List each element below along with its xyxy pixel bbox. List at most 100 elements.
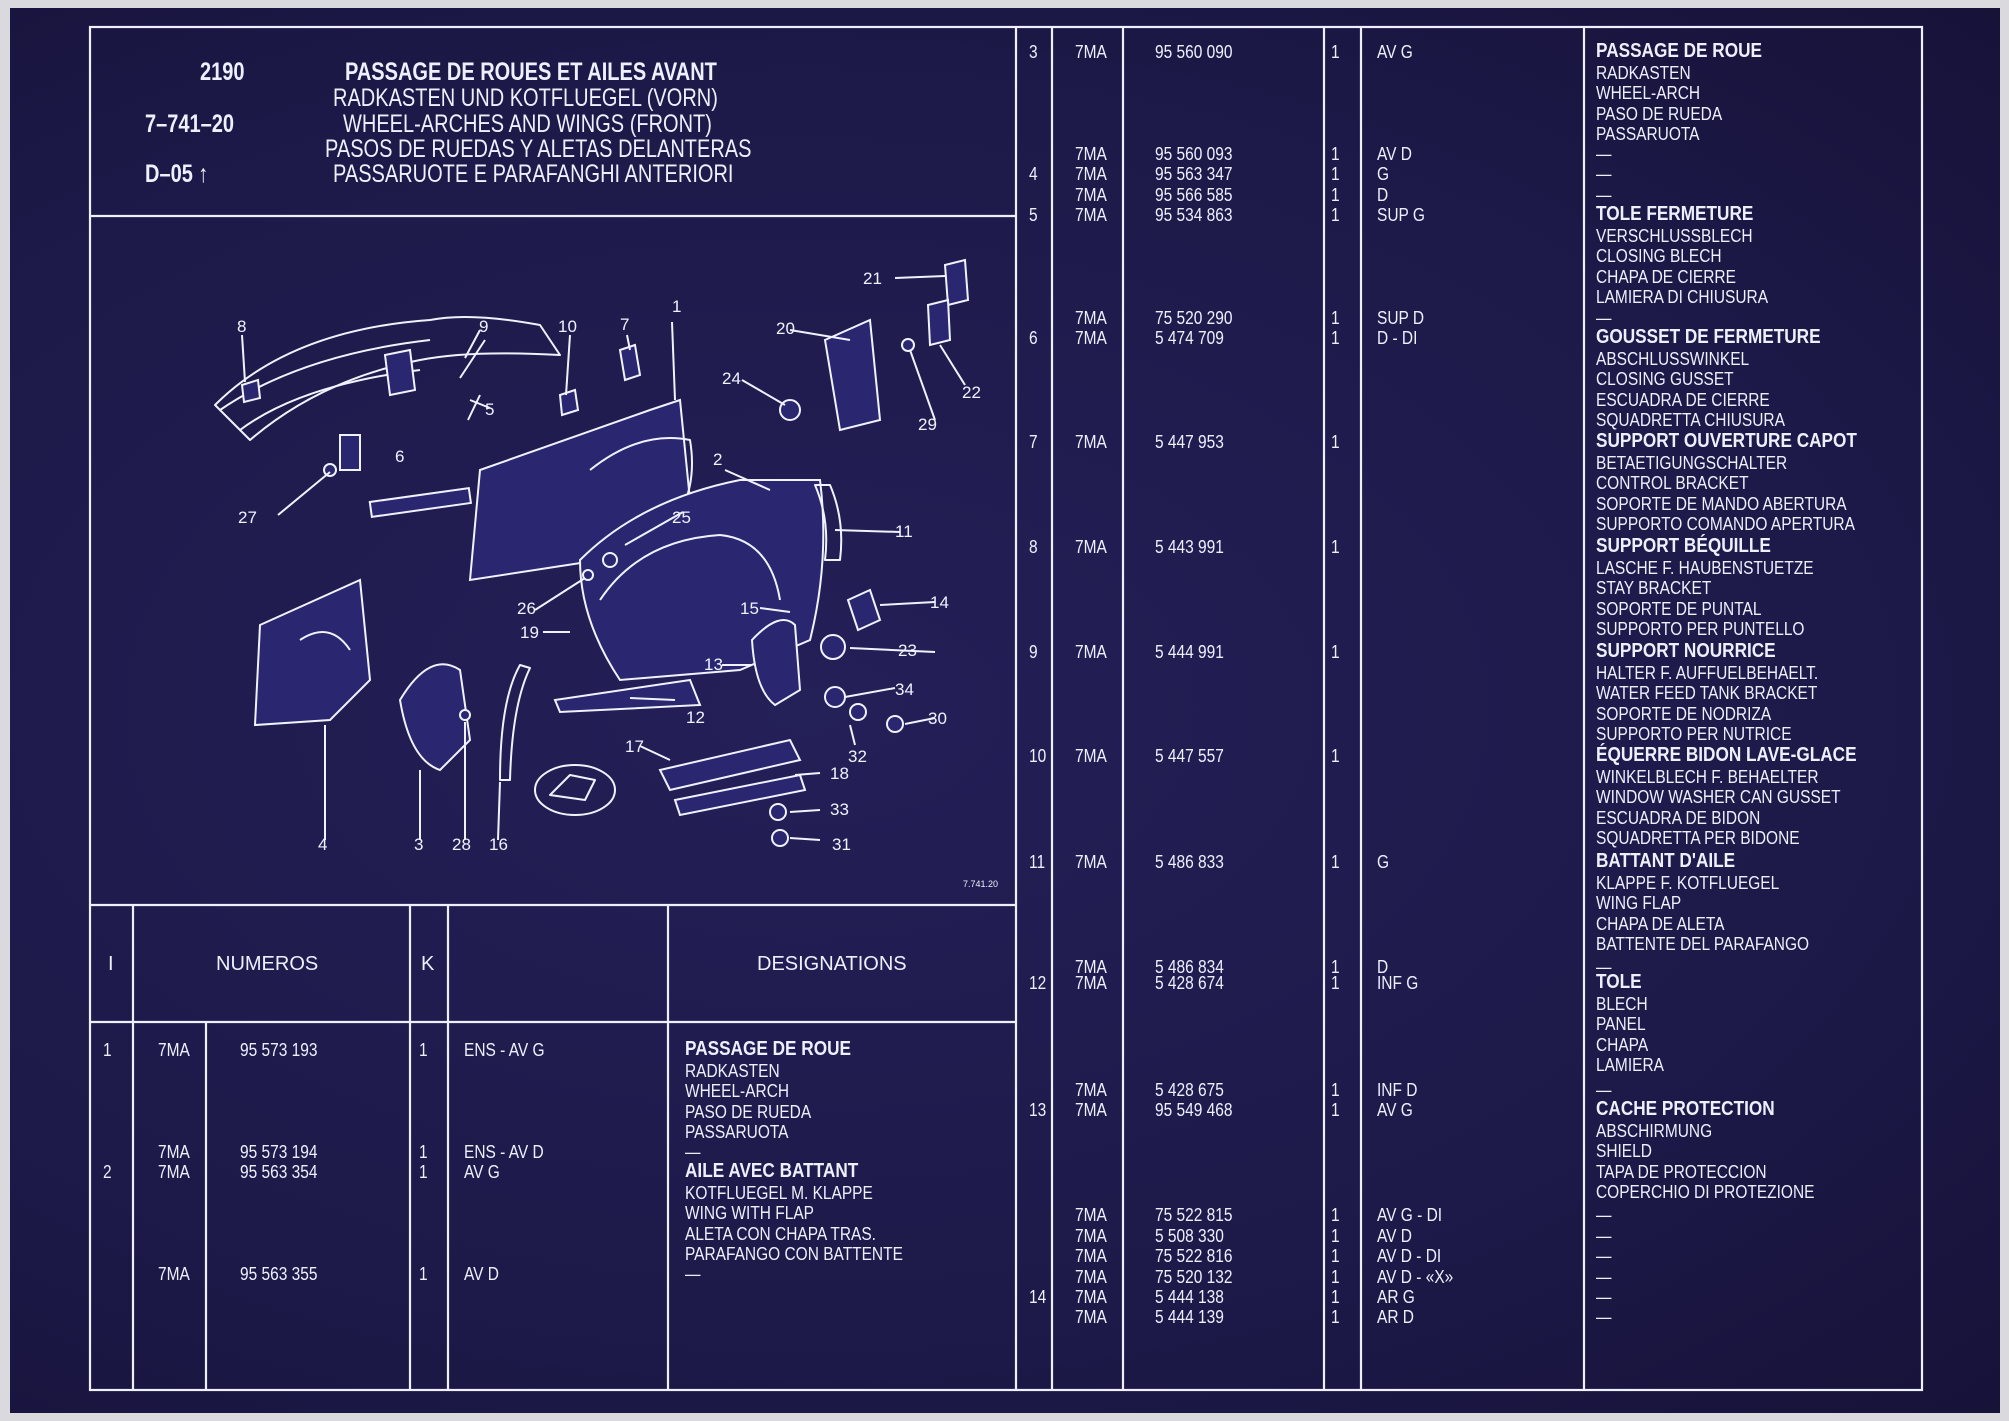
row-index: 8 (1029, 537, 1038, 557)
part-prefix: 7MA (158, 1162, 190, 1182)
part-prefix: 7MA (1075, 205, 1107, 225)
part-position: SUP G (1377, 205, 1425, 225)
part-prefix: 7MA (1075, 1080, 1107, 1100)
designation-translation: ESCUADRA DE BIDON (1596, 807, 1761, 828)
designation-translation: LASCHE F. HAUBENSTUETZE (1596, 557, 1814, 578)
part-prefix: 7MA (1075, 42, 1107, 62)
part-position: AV G (464, 1162, 500, 1182)
row-index: 6 (1029, 328, 1038, 348)
designation-title: — (1596, 1307, 1612, 1327)
part-qty: 1 (1331, 1080, 1340, 1100)
designation-title: GOUSSET DE FERMETURE (1596, 326, 1821, 348)
designation-translation: ESCUADRA DE CIERRE (1596, 389, 1770, 410)
part-position: G (1377, 164, 1390, 184)
part-position: INF G (1377, 973, 1419, 993)
row-index: 5 (1029, 205, 1038, 225)
part-prefix: 7MA (1075, 328, 1107, 348)
diagram-label: 2 (713, 450, 722, 469)
designation-title: SUPPORT NOURRICE (1596, 640, 1776, 662)
designation-title: PASSAGE DE ROUE (685, 1038, 851, 1060)
designation-translation: CLOSING GUSSET (1596, 369, 1734, 390)
part-qty: 1 (1331, 432, 1340, 452)
designation-translation: RADKASTEN (1596, 62, 1691, 83)
diagram-label: 7 (620, 315, 629, 334)
part-position: AV G (1377, 42, 1413, 62)
part-position: D - DI (1377, 328, 1418, 348)
part-qty: 1 (1331, 1287, 1340, 1307)
diagram-label: 21 (863, 269, 882, 288)
part-position: D (1377, 185, 1389, 205)
part-position: AR D (1377, 1307, 1414, 1327)
page-ref: 7–741–20 (145, 110, 234, 138)
designation-title: SUPPORT OUVERTURE CAPOT (1596, 430, 1857, 452)
part-qty: 1 (1331, 308, 1340, 328)
diagram-label: 34 (895, 680, 914, 699)
part-qty: 1 (1331, 144, 1340, 164)
designation-title: — (1596, 185, 1612, 205)
part-number: 5 428 674 (1155, 973, 1224, 993)
diagram-label: 16 (489, 835, 508, 854)
part-qty: 1 (419, 1142, 428, 1162)
designation-title: TOLE FERMETURE (1596, 203, 1754, 225)
designation-translation: PASO DE RUEDA (685, 1101, 812, 1122)
part-number: 95 549 468 (1155, 1100, 1233, 1120)
part-qty: 1 (1331, 537, 1340, 557)
designation-title: CACHE PROTECTION (1596, 1098, 1775, 1120)
part-prefix: 7MA (1075, 164, 1107, 184)
designation-translation: PARAFANGO CON BATTENTE (685, 1244, 903, 1265)
diagram-label: 18 (830, 764, 849, 783)
part-number: 75 522 816 (1155, 1246, 1233, 1266)
col-header-k: K (421, 953, 435, 975)
row-index: 4 (1029, 164, 1038, 184)
designation-translation: RADKASTEN (685, 1060, 780, 1081)
title-fr: PASSAGE DE ROUES ET AILES AVANT (345, 58, 717, 86)
designation-translation: BATTENTE DEL PARAFANGO (1596, 934, 1810, 955)
row-index: 13 (1029, 1100, 1047, 1120)
part-qty: 1 (1331, 328, 1340, 348)
part-number: 75 520 290 (1155, 308, 1233, 328)
diagram-label: 33 (830, 800, 849, 819)
part-number: 5 447 953 (1155, 432, 1224, 452)
designation-title: — (1596, 1246, 1612, 1266)
diagram-label: 25 (672, 508, 691, 527)
diagram-label: 24 (722, 369, 741, 388)
designation-translation: WING FLAP (1596, 893, 1682, 914)
part-position: AV D (1377, 1226, 1412, 1246)
col-header-numbers: NUMEROS (216, 953, 319, 975)
part-number: 95 573 194 (240, 1142, 318, 1162)
part-prefix: 7MA (1075, 1246, 1107, 1266)
designation-translation: SQUADRETTA CHIUSURA (1596, 410, 1785, 431)
part-prefix: 7MA (1075, 308, 1107, 328)
title-en: WHEEL-ARCHES AND WINGS (FRONT) (343, 110, 712, 138)
part-number: 75 522 815 (1155, 1205, 1233, 1225)
part-number: 5 444 139 (1155, 1307, 1224, 1327)
film-sheet (10, 8, 2000, 1413)
designation-translation: SUPPORTO COMANDO APERTURA (1596, 514, 1855, 535)
part-position: D (1377, 957, 1389, 977)
designation-title: — (685, 1142, 701, 1162)
designation-translation: CLOSING BLECH (1596, 246, 1722, 267)
part-position: G (1377, 852, 1390, 872)
designation-title: — (1596, 144, 1612, 164)
part-position: AV D (464, 1264, 499, 1284)
designation-translation: TAPA DE PROTECCION (1596, 1161, 1767, 1182)
part-prefix: 7MA (1075, 642, 1107, 662)
row-index: 10 (1029, 746, 1047, 766)
designation-title: — (1596, 308, 1612, 328)
title-de: RADKASTEN UND KOTFLUEGEL (VORN) (333, 84, 718, 112)
diagram-label: 15 (740, 599, 759, 618)
outer-frame (88, 25, 1924, 1392)
designation-translation: KLAPPE F. KOTFLUEGEL (1596, 872, 1780, 893)
part-prefix: 7MA (1075, 1307, 1107, 1327)
designation-translation: CHAPA (1596, 1034, 1649, 1055)
designation-title: PASSAGE DE ROUE (1596, 40, 1762, 62)
row-index: 9 (1029, 642, 1038, 662)
part-number: 95 566 585 (1155, 185, 1233, 205)
part-qty: 1 (1331, 205, 1340, 225)
designation-translation: ABSCHLUSSWINKEL (1596, 348, 1750, 369)
part-number: 95 563 347 (1155, 164, 1233, 184)
designation-title: — (1596, 1287, 1612, 1307)
col-header-index: I (108, 953, 114, 975)
part-prefix: 7MA (158, 1264, 190, 1284)
title-it: PASSARUOTE E PARAFANGHI ANTERIORI (333, 160, 734, 188)
